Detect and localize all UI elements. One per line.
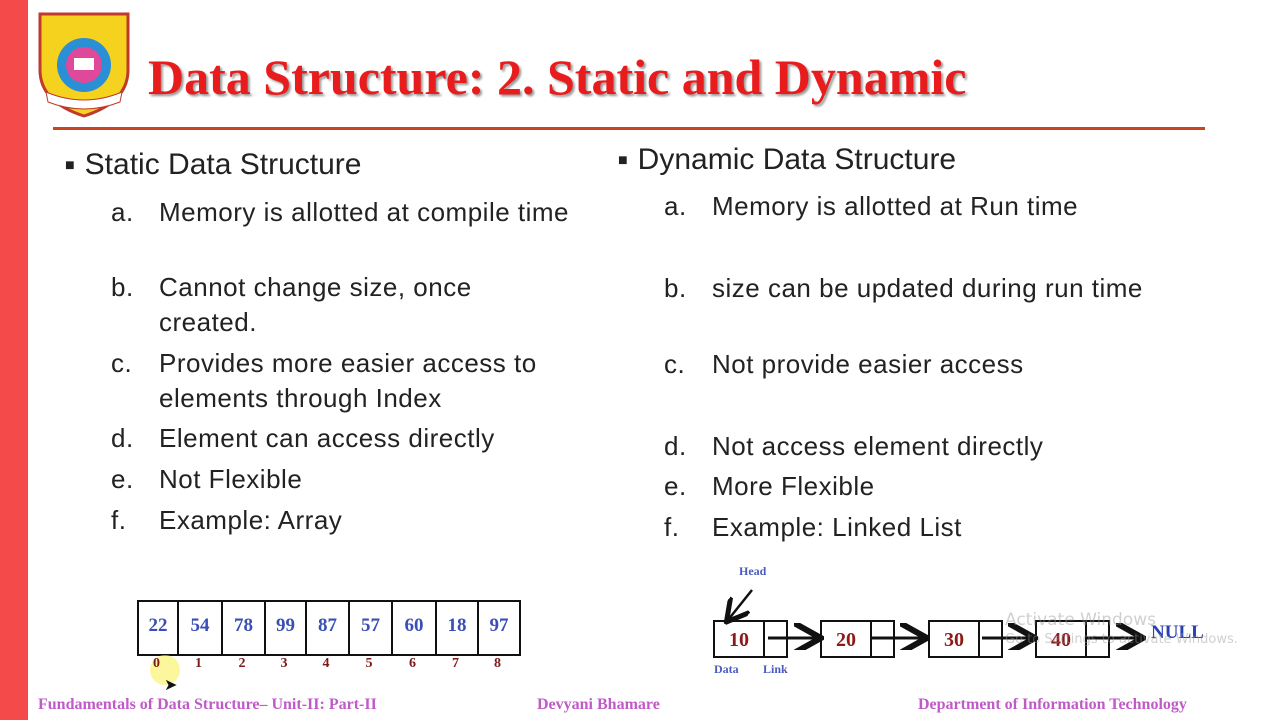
watermark-title: Activate Windows [1005, 610, 1156, 630]
item-letter: b. [111, 272, 134, 302]
list-node: 20 [820, 620, 895, 658]
bullet-icon: ■ [65, 157, 75, 175]
item-letter: d. [111, 423, 134, 453]
node-data: 40 [1037, 622, 1087, 656]
footer-department: Department of Information Technology [918, 696, 1187, 713]
item-text: Cannot change size, once created. [159, 272, 472, 337]
array-index: 3 [280, 656, 288, 671]
mouse-pointer-icon: ➤ [164, 675, 178, 694]
array-cell: 87 [305, 600, 350, 656]
array-cell: 60 [391, 600, 437, 656]
null-label: NULL [1151, 622, 1204, 643]
item-letter: d. [664, 431, 687, 461]
list-node: 40 [1035, 620, 1110, 658]
head-arrow [728, 589, 753, 620]
left-accent-bar [0, 0, 28, 720]
dynamic-item: b. size can be updated during run time [664, 271, 1184, 341]
linked-list-arrows [700, 589, 1220, 650]
array-index: 8 [494, 656, 501, 671]
array-cell: 99 [264, 600, 307, 656]
slide-title: Data Structure: 2. Static and Dynamic [148, 49, 967, 105]
array-cell: 18 [435, 600, 479, 656]
item-text: size can be updated during run time [712, 273, 1143, 303]
dynamic-heading-text: Dynamic Data Structure [637, 143, 957, 176]
node-data: 10 [715, 622, 765, 656]
array-cell: 78 [221, 600, 266, 656]
item-text: Provides more easier access to elements … [159, 348, 537, 413]
static-heading-text: Static Data Structure [84, 148, 362, 181]
item-text: Example: Linked List [712, 512, 962, 542]
array-index: 7 [452, 656, 459, 671]
item-letter: c. [111, 348, 133, 378]
item-letter: c. [664, 349, 686, 379]
array-index: 4 [322, 656, 330, 671]
item-text: More Flexible [712, 471, 875, 501]
list-node: 10 [713, 620, 788, 658]
cursor-highlight [150, 655, 180, 685]
array-cell: 22 [137, 600, 179, 656]
item-letter: f. [664, 512, 680, 542]
static-item: a. Memory is allotted at compile time [111, 195, 581, 265]
item-text: Not Flexible [159, 464, 303, 494]
item-text: Memory is allotted at compile time [159, 197, 570, 227]
item-letter: e. [111, 464, 134, 494]
college-logo [34, 10, 134, 120]
link-label: Link [763, 662, 788, 676]
item-text: Element can access directly [159, 423, 495, 453]
head-label: Head [739, 564, 767, 578]
dynamic-heading: ■ Dynamic Data Structure [618, 143, 956, 177]
node-data: 30 [930, 622, 980, 656]
item-text: Not access element directly [712, 431, 1044, 461]
item-text: Example: Array [159, 505, 343, 535]
static-item: c. Provides more easier access to element… [111, 346, 581, 416]
bullet-icon: ■ [618, 152, 628, 170]
array-cell: 54 [177, 600, 223, 656]
item-letter: f. [111, 505, 127, 535]
array-index: 5 [365, 656, 373, 671]
array-cell: 57 [348, 600, 393, 656]
item-letter: a. [111, 197, 134, 227]
static-heading: ■ Static Data Structure [65, 148, 361, 182]
item-letter: e. [664, 471, 687, 501]
static-item: b. Cannot change size, once created. [111, 270, 581, 340]
watermark-subtitle: Go to Settings to activate Windows. [1005, 632, 1238, 647]
node-data: 20 [822, 622, 872, 656]
array-index: 6 [409, 656, 416, 671]
array-cell: 97 [477, 600, 521, 656]
item-letter: b. [664, 273, 687, 303]
array-index: 2 [238, 656, 246, 671]
list-node: 30 [928, 620, 1003, 658]
array-index: 1 [195, 656, 202, 671]
item-letter: a. [664, 191, 687, 221]
data-label: Data [714, 662, 739, 676]
item-text: Memory is allotted at Run time [712, 191, 1079, 221]
activate-windows-watermark: Activate Windows Go to Settings to activa… [1005, 610, 1238, 650]
item-text: Not provide easier access [712, 349, 1024, 379]
footer-course: Fundamentals of Data Structure– Unit-II:… [38, 696, 377, 713]
array-index: 0 [153, 656, 160, 671]
footer-author: Devyani Bhamare [537, 696, 660, 713]
title-divider [53, 127, 1205, 130]
